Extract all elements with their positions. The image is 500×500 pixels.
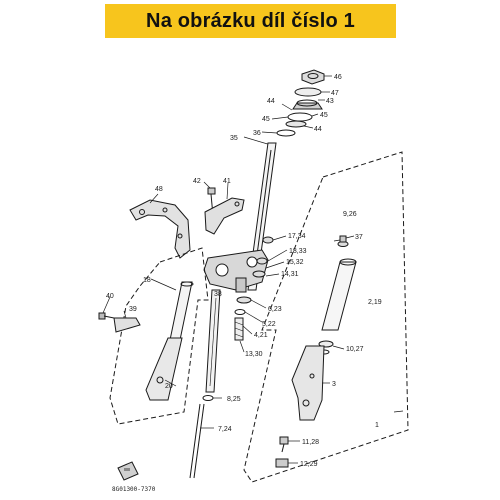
leader-lines-mid	[239, 235, 288, 353]
label-3: 3	[332, 381, 336, 388]
small-seal	[202, 395, 214, 401]
label-20: 20	[165, 383, 173, 390]
label-12-29: 12,29	[300, 461, 318, 468]
inner-tube	[321, 258, 357, 331]
label-9-26: 9,26	[343, 211, 357, 218]
label-1: 1	[375, 422, 379, 429]
label-48: 48	[155, 186, 163, 193]
label-38: 38	[214, 291, 222, 298]
label-42: 42	[193, 178, 201, 185]
steering-head-parts	[276, 69, 325, 137]
left-fork-tube	[145, 281, 194, 401]
label-36: 36	[253, 130, 261, 137]
outer-tube	[291, 345, 325, 421]
label-4-21: 4,21	[254, 332, 268, 339]
label-6-23: 6,23	[268, 306, 282, 313]
label-44a: 44	[267, 98, 275, 105]
banner-title: Na obrázku díl číslo 1	[146, 9, 355, 32]
label-39: 39	[129, 306, 137, 313]
label-45b: 45	[262, 116, 270, 123]
label-15-32: 15,32	[286, 259, 304, 266]
label-18: 18	[143, 277, 151, 284]
bracket-48	[129, 199, 191, 259]
label-7-24: 7,24	[218, 426, 232, 433]
manufacturer-logo	[117, 461, 139, 481]
label-10-27: 10,27	[346, 346, 364, 353]
title-banner: Na obrázku díl číslo 1	[105, 4, 396, 38]
part-labels: 46 47 43 44 45 45 44 36 35 42 41 48 9,26…	[106, 74, 382, 493]
spring-rod	[189, 403, 205, 479]
label-40: 40	[106, 293, 114, 300]
label-18-33: 18,33	[289, 248, 307, 255]
clamp-41	[204, 197, 245, 235]
bolt-40	[98, 312, 115, 320]
label-37: 37	[355, 234, 363, 241]
label-2-19: 2,19	[368, 299, 382, 306]
right-top-parts	[337, 235, 349, 247]
bottom-bolts	[275, 436, 289, 468]
label-17-34: 17,34	[288, 233, 306, 240]
label-35: 35	[230, 135, 238, 142]
label-41: 41	[223, 178, 231, 185]
label-8-25: 8,25	[227, 396, 241, 403]
label-46: 46	[334, 74, 342, 81]
label-13-30: 13,30	[245, 351, 263, 358]
label-45a: 45	[320, 112, 328, 119]
label-44b: 44	[314, 126, 322, 133]
damper-rod	[205, 289, 221, 393]
right-fork-outline	[243, 151, 409, 483]
leader-lines-top	[243, 75, 332, 146]
label-14-31: 14,31	[281, 271, 299, 278]
small-fittings	[234, 236, 274, 341]
bracket-39	[113, 317, 141, 333]
reference-code: 8G01300-7370	[112, 486, 156, 493]
label-5-22: 5,22	[262, 321, 276, 328]
label-47: 47	[331, 90, 339, 97]
label-43: 43	[326, 98, 334, 105]
label-11-28: 11,28	[302, 439, 319, 446]
left-fork-outline	[109, 247, 209, 425]
